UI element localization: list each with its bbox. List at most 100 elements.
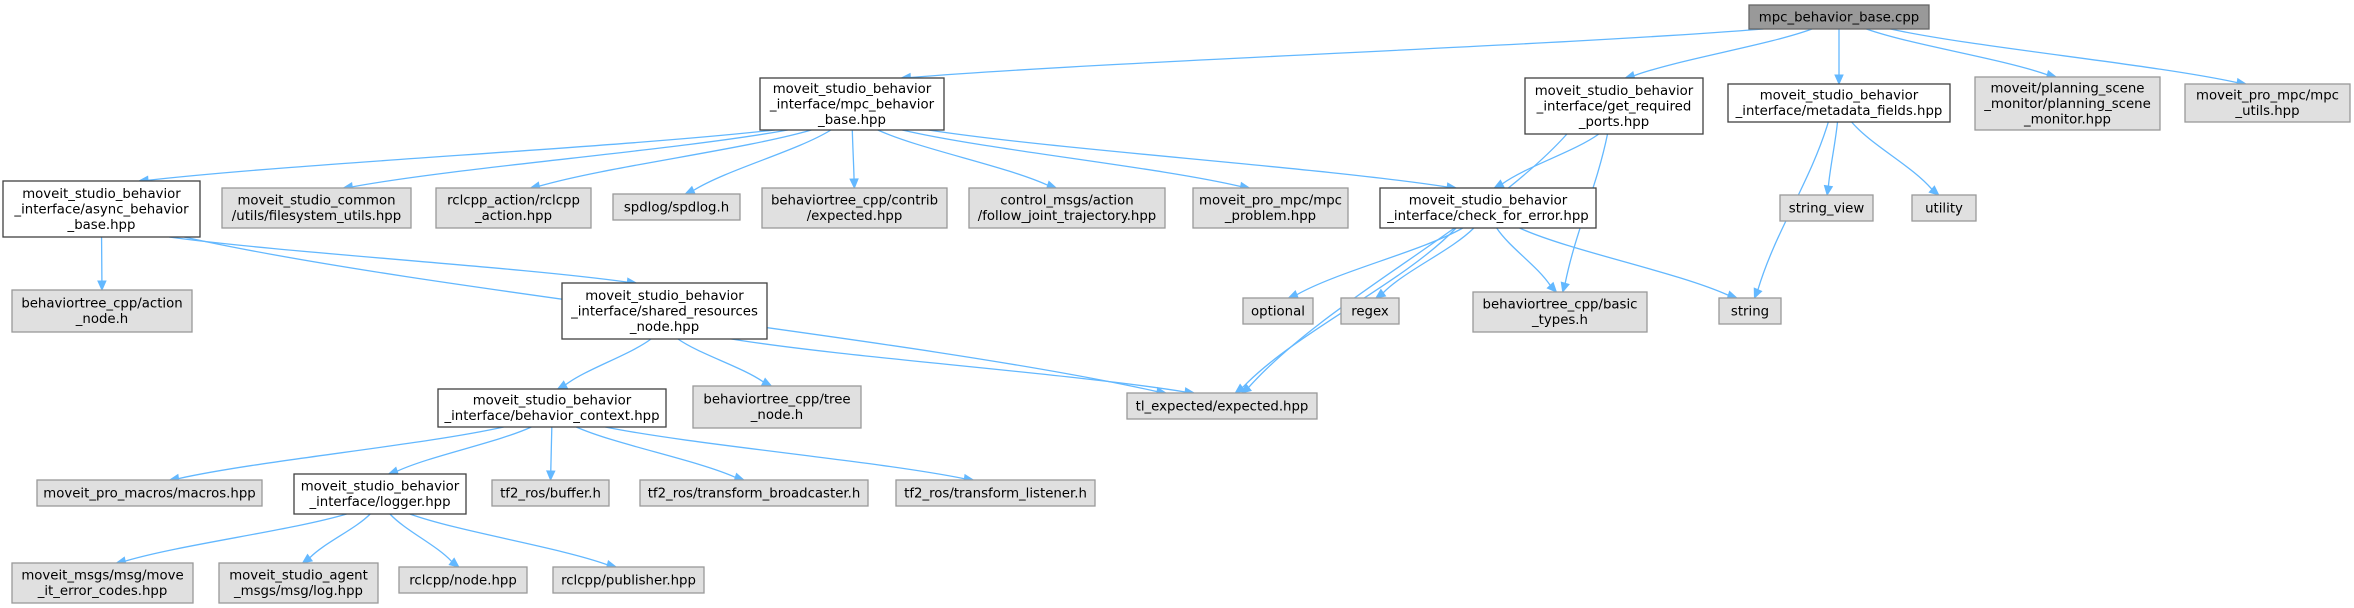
- node-mpc-problem[interactable]: moveit_pro_mpc/mpc_problem.hpp: [1192, 187, 1349, 229]
- edge-behavior-ctx-to-tf2-broadcaster: [575, 426, 746, 482]
- edge-behavior-ctx-to-tf2-listener: [605, 426, 975, 484]
- node-label-line: moveit_studio_agent: [229, 569, 368, 584]
- node-box: [398, 566, 528, 594]
- node-label-line: _problem.hpp: [1224, 209, 1316, 224]
- node-macros[interactable]: moveit_pro_macros/macros.hpp: [36, 479, 263, 507]
- node-label-line: behaviortree_cpp/action: [21, 297, 182, 312]
- node-utility[interactable]: utility: [1911, 194, 1977, 222]
- node-label-line: _base.hpp: [817, 113, 886, 128]
- node-label-line: moveit_studio_behavior: [473, 394, 632, 409]
- edge-logger-to-rclcpp-node: [389, 513, 460, 568]
- node-label-line: _interface/get_required: [1536, 99, 1692, 114]
- node-async[interactable]: moveit_studio_behavior_interface/async_b…: [2, 180, 201, 238]
- edge-get-required-to-check-error: [1493, 133, 1600, 189]
- node-box: [1472, 291, 1648, 333]
- node-box: [1727, 83, 1951, 123]
- node-box: [968, 187, 1166, 229]
- node-box: [1340, 297, 1400, 325]
- node-label-line: _monitor/planning_scene: [1983, 97, 2151, 112]
- edge-root-to-planning-scene: [1866, 28, 2058, 80]
- edge-mpc-base-hpp-to-bt-expected: [849, 129, 859, 190]
- node-agent-log[interactable]: moveit_studio_agent_msgs/msg/log.hpp: [218, 562, 379, 604]
- node-box: [1379, 187, 1597, 229]
- node-box: [437, 388, 667, 428]
- node-behavior-ctx[interactable]: moveit_studio_behavior_interface/behavio…: [437, 388, 667, 428]
- edge-async-to-shared-res: [168, 236, 638, 287]
- node-box: [2, 180, 201, 238]
- node-basic-types[interactable]: behaviortree_cpp/basic_types.h: [1472, 291, 1648, 333]
- node-mpc-base-hpp[interactable]: moveit_studio_behavior_interface/mpc_beh…: [759, 77, 945, 131]
- node-filesystem[interactable]: moveit_studio_common/utils/filesystem_ut…: [221, 187, 412, 229]
- node-label-line: behaviortree_cpp/tree: [703, 393, 850, 408]
- node-rclcpp-node[interactable]: rclcpp/node.hpp: [398, 566, 528, 594]
- node-box: [11, 289, 193, 333]
- node-label-line: _interface/logger.hpp: [308, 495, 450, 510]
- node-label-line: moveit_msgs/msg/move: [21, 569, 183, 584]
- node-metadata[interactable]: moveit_studio_behavior_interface/metadat…: [1727, 83, 1951, 123]
- node-bt-expected[interactable]: behaviortree_cpp/contrib/expected.hpp: [761, 187, 948, 229]
- edge-mpc-base-hpp-to-spdlog: [684, 129, 832, 195]
- node-logger[interactable]: moveit_studio_behavior_interface/logger.…: [293, 473, 467, 515]
- node-tf2-listener[interactable]: tf2_ros/transform_listener.h: [895, 479, 1096, 507]
- node-label-line: string: [1731, 304, 1769, 319]
- node-box: [761, 187, 948, 229]
- node-label-line: moveit_studio_behavior: [585, 289, 744, 304]
- edge-async-to-action-node: [97, 236, 107, 292]
- node-label-line: _utils.hpp: [2234, 104, 2299, 119]
- node-label-line: behaviortree_cpp/basic: [1483, 298, 1638, 313]
- node-label-line: regex: [1351, 304, 1389, 319]
- node-root[interactable]: mpc_behavior_base.cpp: [1748, 4, 1930, 30]
- edge-logger-to-move-it-error: [115, 513, 347, 566]
- node-label-line: moveit_studio_behavior: [1409, 194, 1568, 209]
- node-box: [759, 77, 945, 131]
- node-spdlog[interactable]: spdlog/spdlog.h: [612, 193, 741, 221]
- node-rclcpp-pub[interactable]: rclcpp/publisher.hpp: [552, 566, 705, 594]
- node-move-it-error[interactable]: moveit_msgs/msg/move_it_error_codes.hpp: [11, 562, 194, 604]
- node-box: [1974, 76, 2161, 131]
- node-box: [561, 282, 768, 340]
- edge-check-error-to-basic-types: [1496, 227, 1558, 293]
- node-box: [1192, 187, 1349, 229]
- node-label-line: moveit_studio_behavior: [773, 82, 932, 97]
- node-label-line: moveit_studio_behavior: [1760, 89, 1919, 104]
- node-tl-expected[interactable]: tl_expected/expected.hpp: [1126, 392, 1318, 420]
- edge-shared-res-to-tree-node: [677, 338, 773, 387]
- node-label-line: string_view: [1789, 201, 1865, 216]
- node-regex[interactable]: regex: [1340, 297, 1400, 325]
- node-label-line: moveit_studio_behavior: [22, 187, 181, 202]
- node-mpc-utils[interactable]: moveit_pro_mpc/mpc_utils.hpp: [2184, 83, 2351, 123]
- node-action-node[interactable]: behaviortree_cpp/action_node.h: [11, 289, 193, 333]
- node-box: [895, 479, 1096, 507]
- node-label-line: _it_error_codes.hpp: [37, 584, 168, 599]
- node-label-line: tf2_ros/transform_listener.h: [904, 486, 1087, 501]
- node-label-line: _interface/metadata_fields.hpp: [1735, 104, 1943, 119]
- edge-mpc-base-hpp-to-mpc-problem: [902, 129, 1251, 192]
- node-shared-res[interactable]: moveit_studio_behavior_interface/shared_…: [561, 282, 768, 340]
- node-box: [1242, 297, 1314, 325]
- node-get-required[interactable]: moveit_studio_behavior_interface/get_req…: [1524, 77, 1704, 135]
- node-tf2-buffer[interactable]: tf2_ros/buffer.h: [491, 479, 610, 507]
- edge-behavior-ctx-to-logger: [387, 426, 532, 476]
- node-planning-scene[interactable]: moveit/planning_scene_monitor/planning_s…: [1974, 76, 2161, 131]
- node-tf2-broadcaster[interactable]: tf2_ros/transform_broadcaster.h: [639, 479, 869, 507]
- node-label-line: behaviortree_cpp/contrib: [771, 194, 938, 209]
- node-label-line: moveit_studio_behavior: [301, 480, 460, 495]
- node-box: [36, 479, 263, 507]
- node-label-line: moveit/planning_scene: [1991, 81, 2145, 96]
- edge-root-to-mpc-base-hpp: [900, 28, 1764, 83]
- node-control-msgs[interactable]: control_msgs/action/follow_joint_traject…: [968, 187, 1166, 229]
- node-box: [552, 566, 705, 594]
- node-box: [221, 187, 412, 229]
- node-box: [612, 193, 741, 221]
- node-string[interactable]: string: [1718, 297, 1782, 325]
- node-string-view[interactable]: string_view: [1779, 194, 1874, 222]
- node-rclcpp-action[interactable]: rclcpp_action/rclcpp_action.hpp: [435, 187, 592, 229]
- node-check-error[interactable]: moveit_studio_behavior_interface/check_f…: [1379, 187, 1597, 229]
- node-optional[interactable]: optional: [1242, 297, 1314, 325]
- node-label-line: spdlog/spdlog.h: [624, 200, 729, 215]
- edge-check-error-to-optional: [1287, 227, 1464, 299]
- node-label-line: _node.hpp: [629, 320, 699, 335]
- node-tree-node[interactable]: behaviortree_cpp/tree_node.h: [692, 385, 862, 429]
- node-label-line: rclcpp_action/rclcpp: [447, 194, 580, 209]
- node-box: [1718, 297, 1782, 325]
